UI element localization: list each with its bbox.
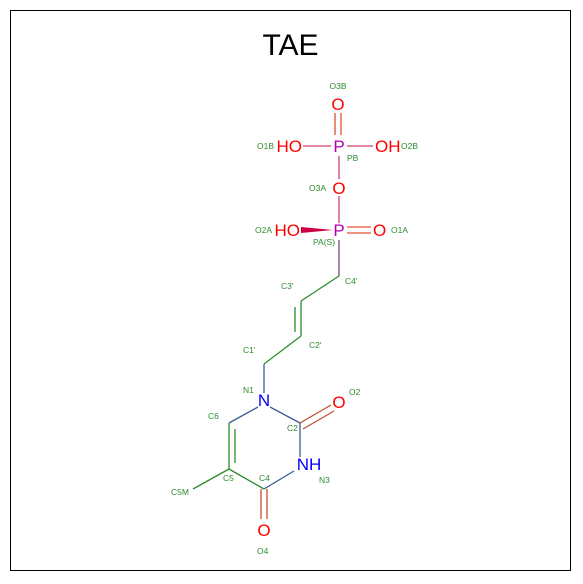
label-c5: C5 [223, 473, 234, 483]
bond-c2-o2 [299, 404, 332, 424]
atom-labels: O3B O1B PB O2B O3A O2A PA(S) O1A C3' C4'… [171, 81, 418, 556]
label-pa: PA(S) [313, 237, 335, 247]
bonds [192, 113, 373, 519]
bond-n3-c4 [263, 470, 295, 490]
bond-c4-c5 [228, 468, 265, 490]
bond-c5-c5m [192, 468, 230, 490]
label-o4: O4 [257, 546, 269, 556]
atom-o3a: O [332, 179, 345, 198]
label-o3a: O3A [309, 183, 326, 193]
bond-c4p-c3p [300, 275, 340, 302]
label-c1p: C1' [243, 345, 256, 355]
atom-ho1b: HO [277, 137, 303, 156]
atom-symbols: O P HO OH O P HO O N O NH O [257, 95, 400, 540]
label-o1a: O1A [391, 225, 408, 235]
atom-oh2b: OH [375, 137, 401, 156]
atom-ho2a: HO [275, 221, 301, 240]
label-o2a: O2A [255, 225, 272, 235]
bond-c2p-c1p [263, 335, 302, 365]
atom-o3b: O [331, 95, 344, 114]
atom-pb: P [333, 137, 344, 156]
label-c4: C4 [259, 473, 270, 483]
label-o2b: O2B [401, 141, 418, 151]
label-n1: N1 [243, 385, 254, 395]
molecule-panel: TAE [10, 10, 571, 571]
label-c3p: C3' [281, 281, 294, 291]
atom-o2: O [332, 393, 345, 412]
atom-nh3: NH [297, 455, 322, 474]
structure-diagram: O P HO OH O P HO O N O NH O O3B O1B PB O… [171, 81, 418, 556]
label-c2: C2 [287, 423, 298, 433]
label-c4p: C4' [345, 276, 358, 286]
bond-n1-c6 [228, 406, 259, 424]
label-o1b: O1B [257, 141, 274, 151]
label-c5m: C5M [171, 487, 189, 497]
label-n3: N3 [319, 475, 330, 485]
atom-n1: N [258, 391, 270, 410]
label-c2p: C2' [309, 340, 322, 350]
bond-c2-o2-2 [302, 410, 335, 430]
label-o3b: O3B [329, 81, 346, 91]
molecule-title: TAE [262, 29, 319, 62]
label-pb: PB [347, 153, 359, 163]
atom-pa: P [333, 221, 344, 240]
atom-o4: O [257, 521, 270, 540]
atom-o1a: O [373, 221, 386, 240]
bond-n1-c2 [269, 406, 301, 424]
bond-o2a-pa-wedge [301, 227, 333, 233]
label-c6: C6 [208, 411, 219, 421]
label-o2: O2 [349, 387, 361, 397]
